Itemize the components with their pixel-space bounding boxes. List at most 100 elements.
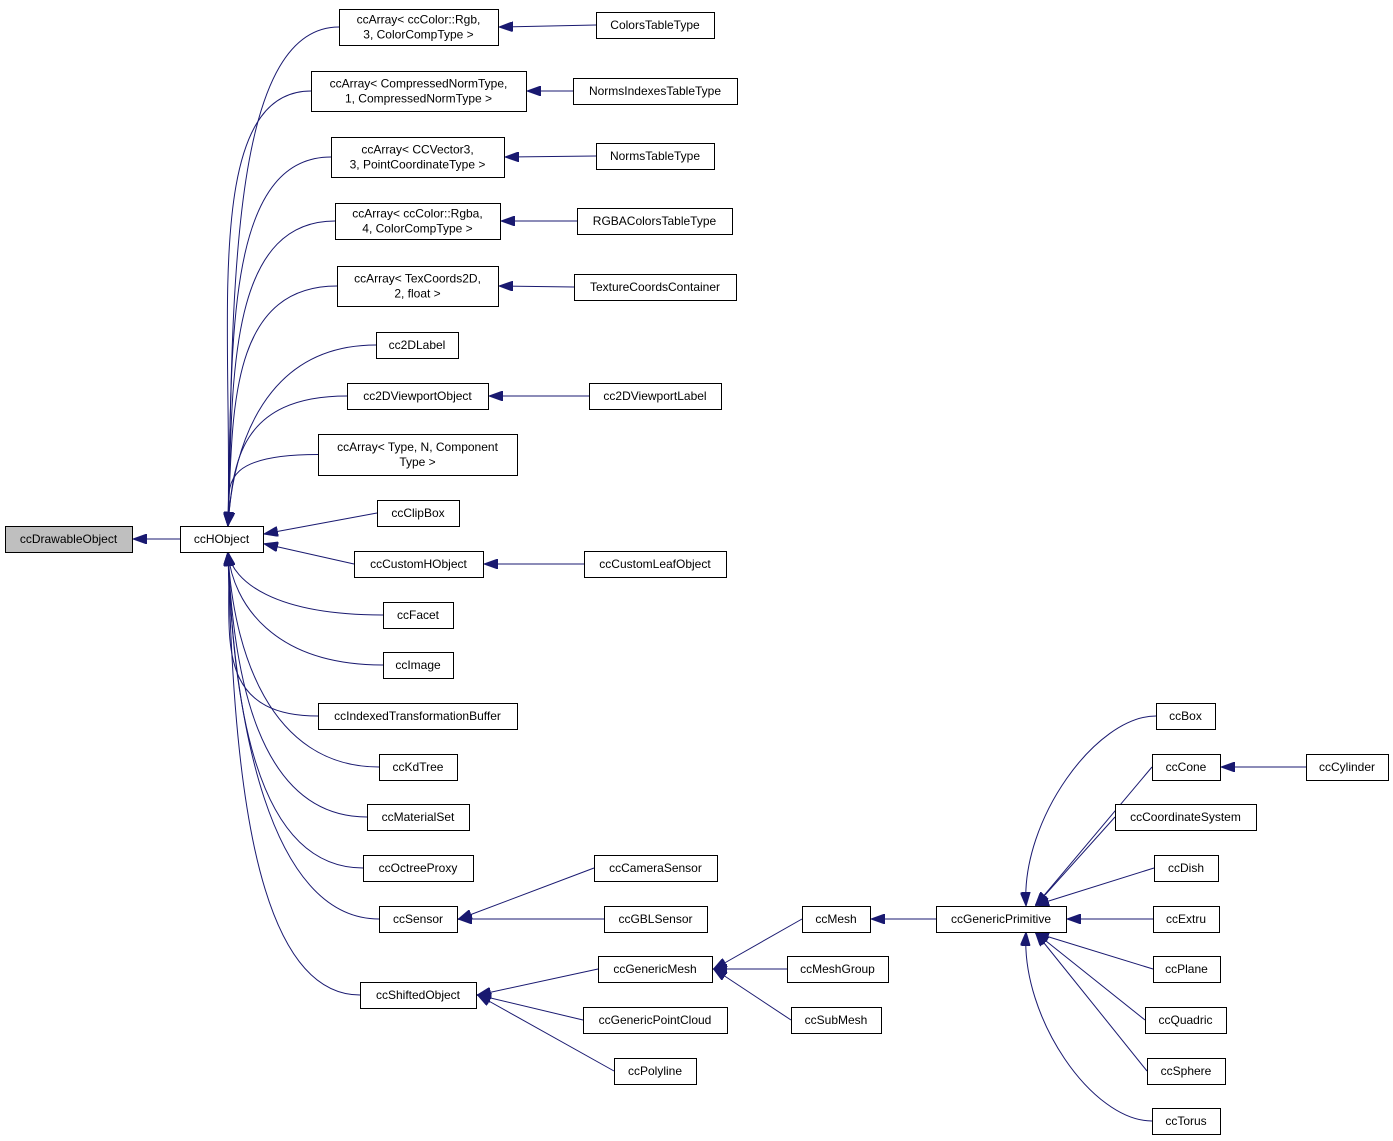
node-ccShiftedObject[interactable]: ccShiftedObject [360, 982, 477, 1009]
node-box[interactable] [331, 137, 505, 178]
node-box[interactable] [589, 383, 722, 410]
node-box[interactable] [5, 526, 133, 553]
node-box[interactable] [180, 526, 264, 553]
node-ccSphere[interactable]: ccSphere [1147, 1058, 1226, 1085]
node-ccCone[interactable]: ccCone [1152, 754, 1221, 781]
node-box[interactable] [379, 754, 458, 781]
node-ccGBLSensor[interactable]: ccGBLSensor [604, 906, 708, 933]
node-label: ccMesh [815, 912, 856, 926]
node-ColorsTableType[interactable]: ColorsTableType [596, 12, 715, 39]
node-ccArrayNorm[interactable]: ccArray< CompressedNormType,1, Compresse… [311, 71, 527, 112]
node-box[interactable] [1147, 1058, 1226, 1085]
node-box[interactable] [1115, 804, 1257, 831]
node-ccSubMesh[interactable]: ccSubMesh [791, 1007, 882, 1034]
node-ccQuadric[interactable]: ccQuadric [1145, 1007, 1227, 1034]
node-label: ccSensor [393, 912, 443, 926]
node-box[interactable] [1154, 855, 1219, 882]
node-box[interactable] [594, 855, 718, 882]
node-ccDish[interactable]: ccDish [1154, 855, 1219, 882]
node-cc2DViewportLabel[interactable]: cc2DViewportLabel [589, 383, 722, 410]
node-ccArrayRgba[interactable]: ccArray< ccColor::Rgba,4, ColorCompType … [335, 203, 501, 240]
node-cc2DLabel[interactable]: cc2DLabel [376, 332, 459, 359]
node-box[interactable] [383, 652, 454, 679]
nodes-layer: ccDrawableObject ccHObject ccArray< ccColo… [5, 9, 1389, 1135]
node-ccArrayRgb[interactable]: ccArray< ccColor::Rgb,3, ColorCompType > [339, 9, 499, 46]
node-label: ccClipBox [391, 506, 444, 520]
node-box[interactable] [577, 208, 733, 235]
node-box[interactable] [318, 703, 518, 730]
node-box[interactable] [583, 1007, 728, 1034]
node-ccPlane[interactable]: ccPlane [1153, 956, 1221, 983]
node-RGBAColorsTableType[interactable]: RGBAColorsTableType [577, 208, 733, 235]
node-box[interactable] [1156, 703, 1216, 730]
node-ccMaterialSet[interactable]: ccMaterialSet [367, 804, 470, 831]
node-cc2DViewportObject[interactable]: cc2DViewportObject [347, 383, 489, 410]
node-ccOctreeProxy[interactable]: ccOctreeProxy [363, 855, 474, 882]
node-ccGenericPrimitive[interactable]: ccGenericPrimitive [936, 906, 1067, 933]
node-box[interactable] [573, 78, 738, 105]
node-box[interactable] [335, 203, 501, 240]
node-box[interactable] [614, 1058, 697, 1085]
node-ccBox[interactable]: ccBox [1156, 703, 1216, 730]
node-ccPolyline[interactable]: ccPolyline [614, 1058, 697, 1085]
node-ccExtru[interactable]: ccExtru [1153, 906, 1220, 933]
node-box[interactable] [1145, 1007, 1227, 1034]
node-box[interactable] [376, 332, 459, 359]
node-ccKdTree[interactable]: ccKdTree [379, 754, 458, 781]
node-ccGenericMesh[interactable]: ccGenericMesh [598, 956, 713, 983]
node-NormsTableType[interactable]: NormsTableType [596, 143, 715, 170]
node-box[interactable] [377, 500, 460, 527]
node-box[interactable] [1152, 1108, 1221, 1135]
node-box[interactable] [339, 9, 499, 46]
node-ccArrayVec3[interactable]: ccArray< CCVector3,3, PointCoordinateTyp… [331, 137, 505, 178]
node-box[interactable] [1153, 956, 1221, 983]
node-ccImage[interactable]: ccImage [383, 652, 454, 679]
node-ccCustomHObject[interactable]: ccCustomHObject [354, 551, 484, 578]
node-box[interactable] [360, 982, 477, 1009]
node-box[interactable] [347, 383, 489, 410]
node-ccIndexedTransformationBuffer[interactable]: ccIndexedTransformationBuffer [318, 703, 518, 730]
edge-ccGenericPointCloud-to-ccShiftedObject [478, 995, 584, 1021]
node-label: ccDish [1168, 861, 1204, 875]
node-ccGenericPointCloud[interactable]: ccGenericPointCloud [583, 1007, 728, 1034]
node-TextureCoordsContainer[interactable]: TextureCoordsContainer [574, 274, 737, 301]
node-box[interactable] [596, 143, 715, 170]
node-ccCustomLeafObject[interactable]: ccCustomLeafObject [584, 551, 727, 578]
node-box[interactable] [337, 266, 499, 307]
node-ccSensor[interactable]: ccSensor [379, 906, 458, 933]
node-box[interactable] [311, 71, 527, 112]
node-box[interactable] [584, 551, 727, 578]
node-ccTorus[interactable]: ccTorus [1152, 1108, 1221, 1135]
node-box[interactable] [1153, 906, 1220, 933]
node-box[interactable] [791, 1007, 882, 1034]
node-ccClipBox[interactable]: ccClipBox [377, 500, 460, 527]
node-ccCoordinateSystem[interactable]: ccCoordinateSystem [1115, 804, 1257, 831]
node-box[interactable] [1306, 754, 1389, 781]
node-box[interactable] [318, 434, 518, 476]
node-ccFacet[interactable]: ccFacet [383, 602, 454, 629]
node-box[interactable] [383, 602, 454, 629]
node-box[interactable] [363, 855, 474, 882]
node-label: cc2DViewportObject [363, 389, 472, 403]
node-ccArrayTex[interactable]: ccArray< TexCoords2D,2, float > [337, 266, 499, 307]
edge-ccGenericMesh-to-ccShiftedObject [478, 968, 599, 995]
node-ccMesh[interactable]: ccMesh [802, 906, 871, 933]
node-ccMeshGroup[interactable]: ccMeshGroup [787, 956, 889, 983]
node-box[interactable] [604, 906, 708, 933]
node-box[interactable] [598, 956, 713, 983]
node-box[interactable] [574, 274, 737, 301]
node-ccHObject[interactable]: ccHObject [180, 526, 264, 553]
node-box[interactable] [802, 906, 871, 933]
node-box[interactable] [367, 804, 470, 831]
node-box[interactable] [787, 956, 889, 983]
node-box[interactable] [936, 906, 1067, 933]
node-ccCylinder[interactable]: ccCylinder [1306, 754, 1389, 781]
node-NormsIndexesTableType[interactable]: NormsIndexesTableType [573, 78, 738, 105]
node-ccCameraSensor[interactable]: ccCameraSensor [594, 855, 718, 882]
node-box[interactable] [354, 551, 484, 578]
node-box[interactable] [1152, 754, 1221, 781]
node-box[interactable] [379, 906, 458, 933]
node-ccDrawableObject[interactable]: ccDrawableObject [5, 526, 133, 553]
node-box[interactable] [596, 12, 715, 39]
